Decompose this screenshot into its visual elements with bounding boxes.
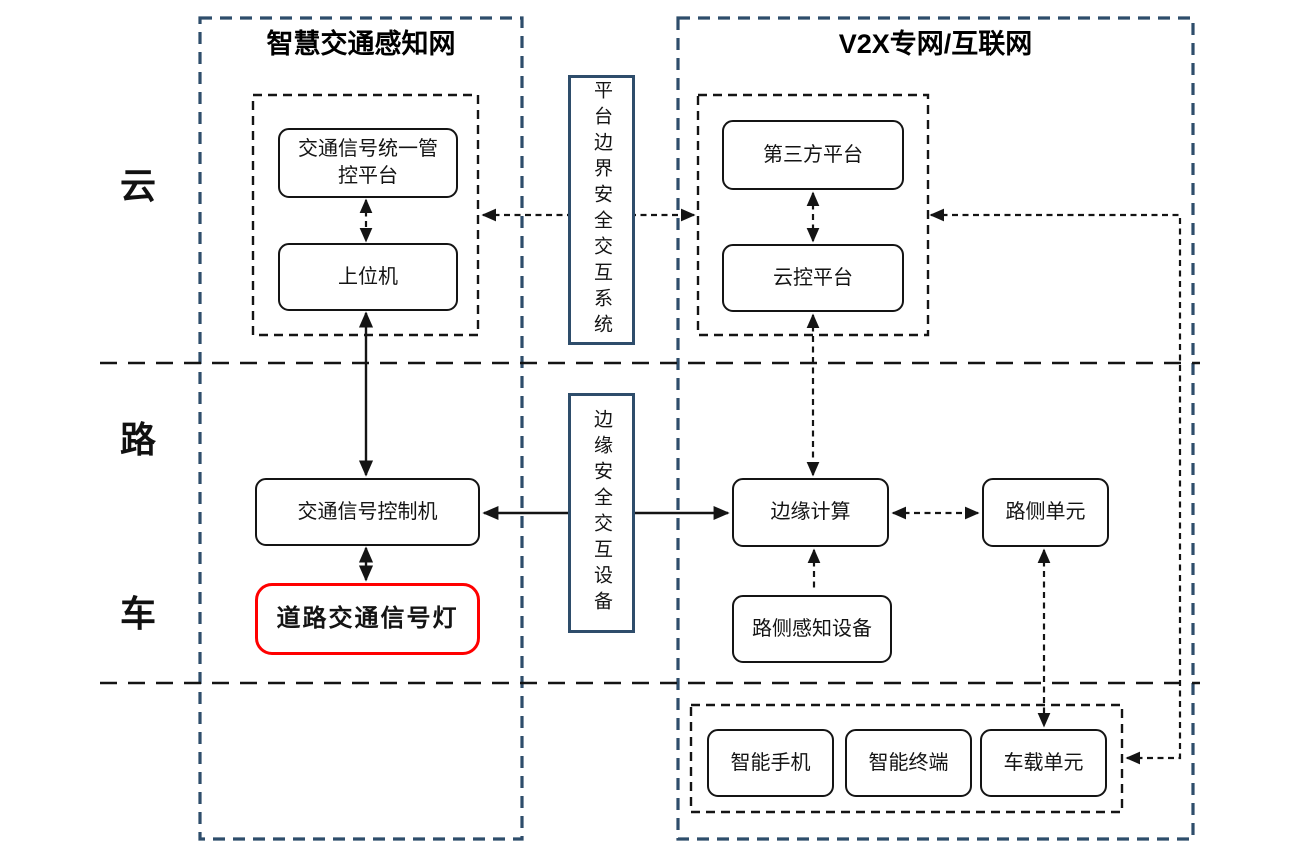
node-road-traffic-light: 道路交通信号灯 — [255, 583, 480, 655]
left-region-border — [198, 16, 524, 841]
platform-boundary-security-label: 平台边界安全交互系统 — [591, 80, 612, 340]
arrow-platform-group-vehicle-group — [929, 208, 1182, 765]
row-label-cloud: 云 — [120, 165, 157, 206]
node-cloud-control-platform: 云控平台 — [722, 244, 904, 312]
node-roadside-sensing-device: 路侧感知设备 — [732, 595, 892, 663]
edge-security-device-label: 边缘安全交互设备 — [591, 409, 612, 617]
node-unified-control-platform: 交通信号统一管控平台 — [278, 128, 458, 198]
node-traffic-signal-controller: 交通信号控制机 — [255, 478, 480, 546]
node-third-party-platform: 第三方平台 — [722, 120, 904, 190]
row-label-vehicle: 车 — [120, 593, 157, 634]
region-title-right: V2X专网/互联网 — [838, 29, 1033, 59]
node-smart-terminal: 智能终端 — [845, 729, 972, 797]
node-edge-security-device: 边缘安全交互设备 — [568, 393, 635, 633]
row-label-road: 路 — [120, 419, 157, 460]
node-onboard-unit: 车载单元 — [980, 729, 1107, 797]
node-edge-computing: 边缘计算 — [732, 478, 889, 547]
region-title-left: 智慧交通感知网 — [266, 29, 456, 59]
node-roadside-unit: 路侧单元 — [982, 478, 1109, 547]
node-host-computer: 上位机 — [278, 243, 458, 311]
right-region-border — [676, 16, 1195, 841]
node-smartphone: 智能手机 — [707, 729, 834, 797]
node-platform-boundary-security-system: 平台边界安全交互系统 — [568, 75, 635, 345]
